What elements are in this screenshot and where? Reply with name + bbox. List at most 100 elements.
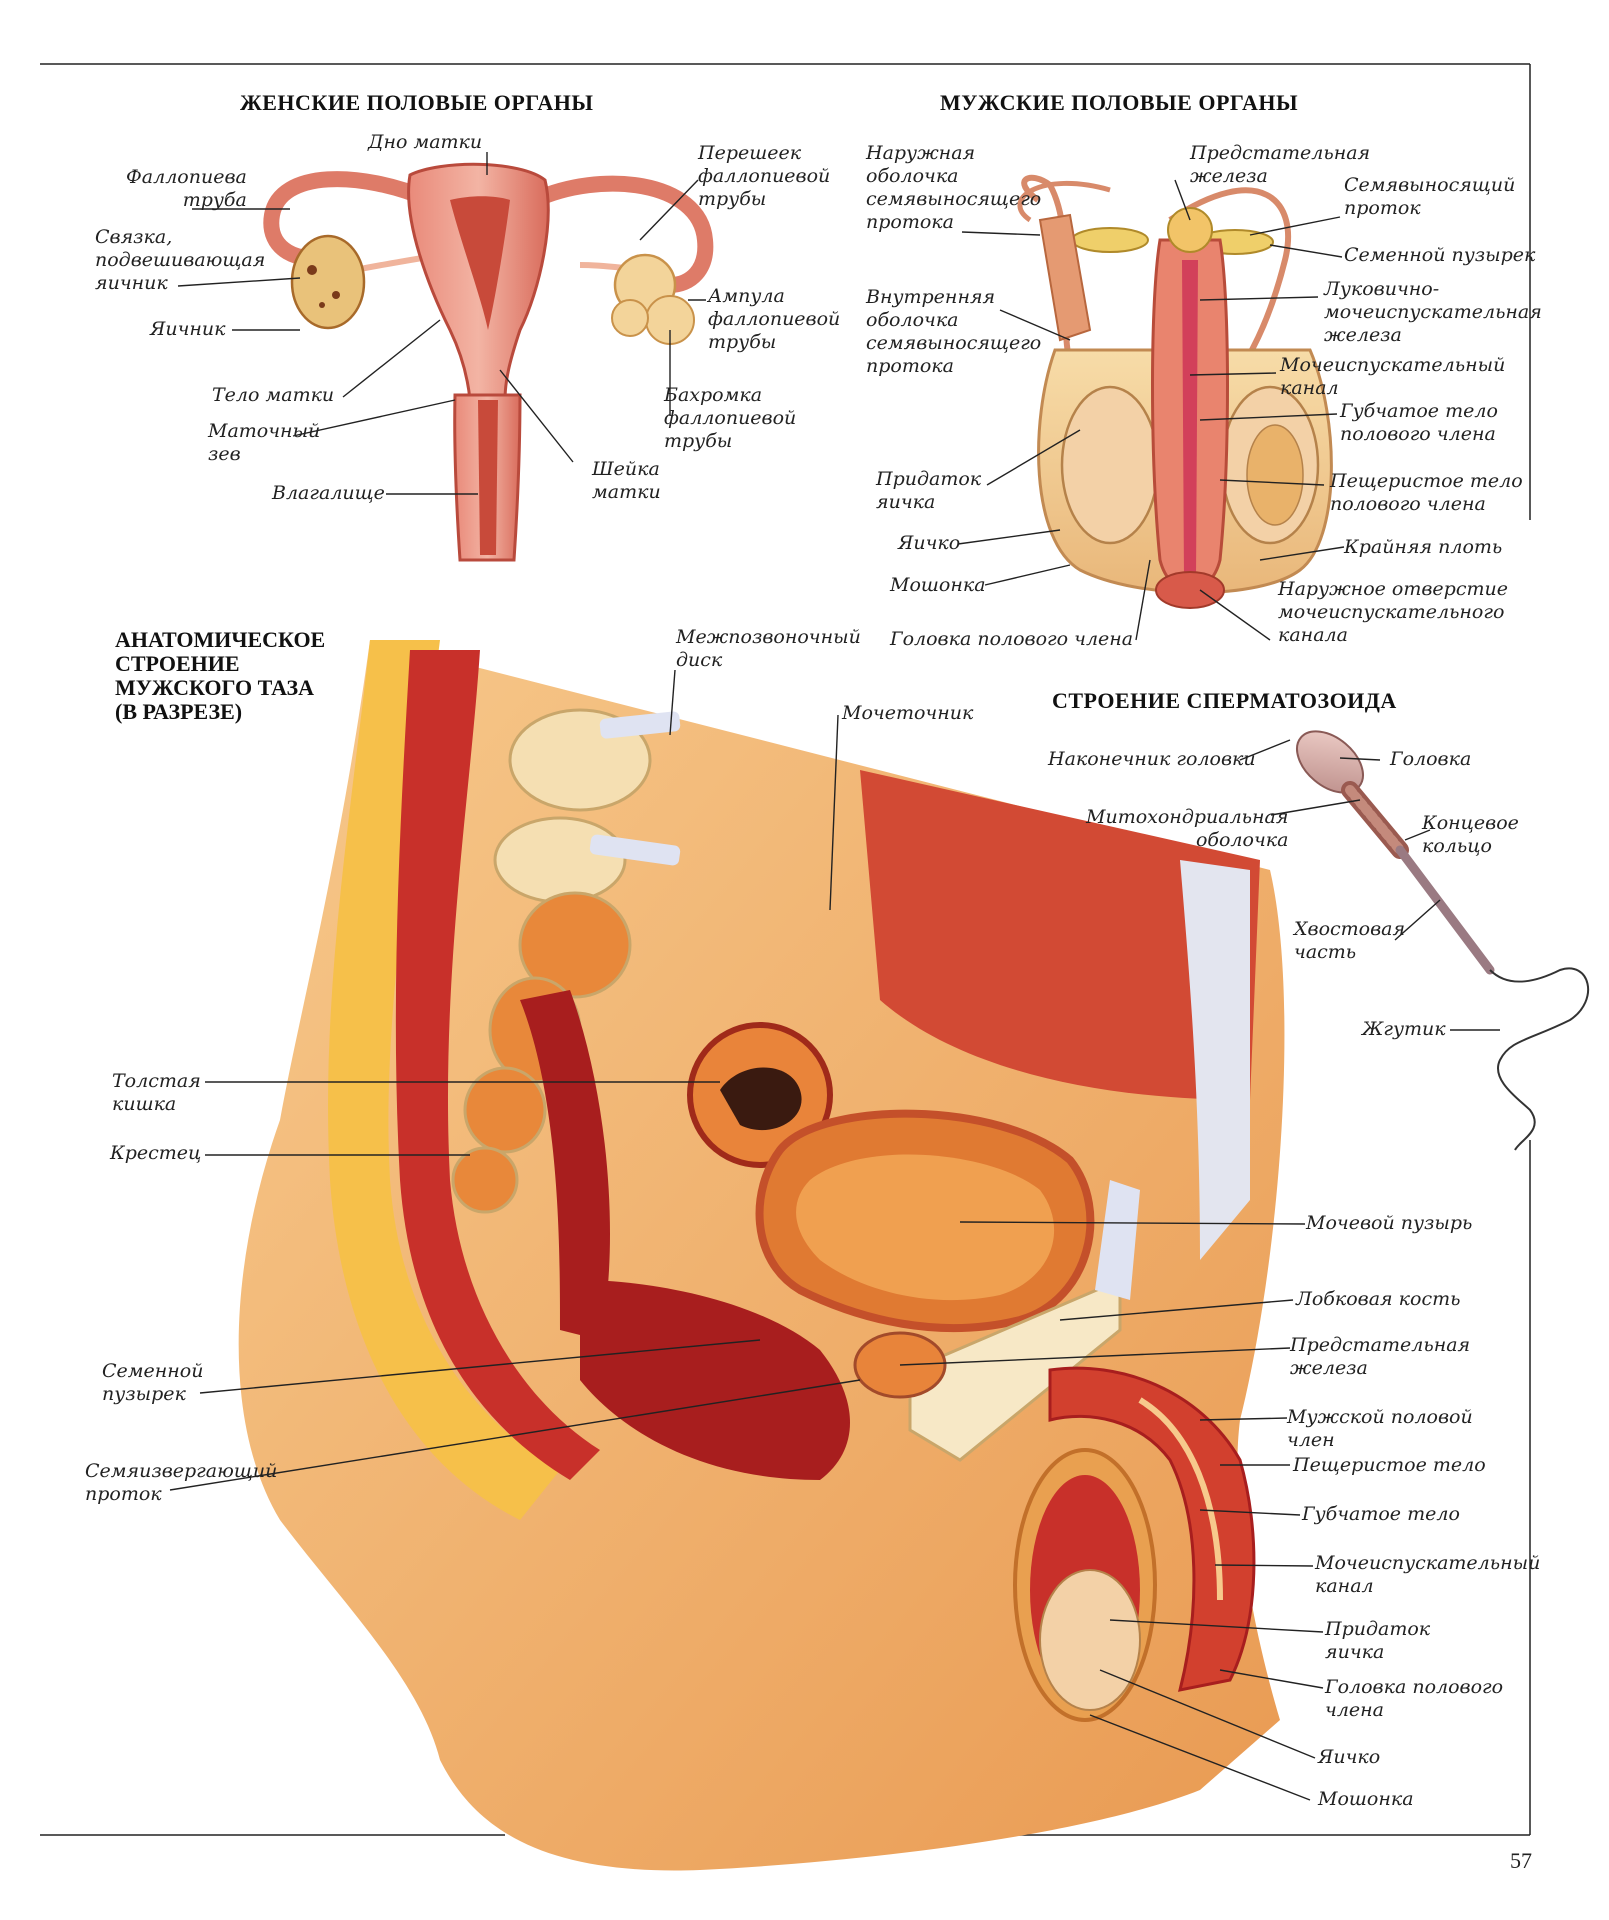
label-line: Хвостовая (1294, 918, 1406, 940)
pelvis-heading-line: МУЖСКОГО ТАЗА (115, 675, 314, 700)
label-line: оболочка (866, 165, 959, 187)
label-corpus-spongiosum-pelvis: Губчатое тело (1302, 1503, 1460, 1525)
label-line: мочеиспускательного (1278, 601, 1505, 623)
label-line: Луковично- (1324, 278, 1440, 300)
label-line: пузырек (102, 1383, 186, 1405)
label-line: Наружное отверстие (1278, 578, 1508, 600)
label-line: диск (676, 649, 723, 671)
label-line: Фаллопиева (126, 166, 247, 188)
label-line: канал (1315, 1575, 1374, 1597)
label-line: проток (85, 1483, 162, 1505)
label-uterus-body: Тело матки (212, 384, 335, 406)
label-line: Маточный (208, 420, 321, 442)
label-line: Семявыносящий (1344, 174, 1516, 196)
label-line: Ампула (708, 285, 785, 307)
label-line: Предстательная (1290, 1334, 1471, 1356)
label-line: канала (1278, 624, 1348, 646)
label-line: труба (182, 189, 247, 211)
label-line: фаллопиевой (664, 407, 797, 429)
sacrum-vertebrae (451, 708, 681, 1214)
label-line: подвешивающая (95, 249, 266, 271)
label-line: Мужской половой (1287, 1406, 1473, 1428)
label-line: трубы (708, 331, 777, 353)
label-line: Мочеиспускательный (1280, 354, 1506, 376)
pelvis-heading-line: (В РАЗРЕЗЕ) (115, 699, 243, 724)
label-seminal-vesicle: Семенной пузырек (1344, 244, 1536, 266)
label-line: член (1287, 1429, 1335, 1451)
label-line: Внутренняя (866, 286, 996, 308)
label-line: полового члена (1340, 423, 1496, 445)
label-line: Наружная (866, 142, 976, 164)
label-line: Придаток (1325, 1618, 1431, 1640)
pelvis-illustration (238, 640, 1285, 1871)
label-line: Митохондриальная (1086, 806, 1289, 828)
label-line: кишка (112, 1093, 177, 1115)
label-line: проток (1344, 197, 1421, 219)
label-line: члена (1325, 1699, 1385, 1721)
pelvis-heading-line: СТРОЕНИЕ (115, 651, 240, 676)
label-fundus-uteri: Дно матки (368, 131, 483, 153)
male-organs-heading: МУЖСКИЕ ПОЛОВЫЕ ОРГАНЫ (940, 90, 1299, 115)
label-line: Придаток (876, 468, 982, 490)
label-line: мочеиспускательная (1324, 301, 1542, 323)
label-foreskin: Крайняя плоть (1344, 536, 1503, 558)
label-acrosome: Наконечник головки (1048, 748, 1256, 770)
label-line: Семенной (102, 1360, 204, 1382)
label-line: Шейка (592, 458, 660, 480)
label-ovary: Яичник (150, 318, 226, 340)
label-line: матки (592, 481, 661, 503)
label-vagina: Влагалище (272, 482, 385, 504)
label-line: кольцо (1422, 835, 1492, 857)
colon (520, 990, 833, 1340)
label-line: Головка полового (1325, 1676, 1504, 1698)
label-line: семявыносящего (866, 332, 1042, 354)
label-bladder: Мочевой пузырь (1306, 1212, 1473, 1234)
leader-lines (169, 152, 1500, 1801)
label-ureter: Мочеточник (842, 702, 974, 724)
label-glans: Головка полового члена (890, 628, 1134, 650)
label-scrotum-pelvis: Мошонка (1318, 1788, 1414, 1810)
label-pubic-bone: Лобковая кость (1296, 1288, 1461, 1310)
label-line: Бахромка (664, 384, 763, 406)
label-line: Семяизвергающий (85, 1460, 278, 1482)
label-line: яичка (876, 491, 936, 513)
label-flagellum: Жгутик (1362, 1018, 1446, 1040)
female-organs-heading: ЖЕНСКИЕ ПОЛОВЫЕ ОРГАНЫ (240, 90, 594, 115)
label-sperm-head: Головка (1390, 748, 1472, 770)
label-line: семявыносящего (866, 188, 1042, 210)
label-line: Мочеиспускательный (1315, 1552, 1541, 1574)
label-line: фаллопиевой (708, 308, 841, 330)
bladder (755, 1109, 1095, 1332)
label-line: трубы (664, 430, 733, 452)
label-line: железа (1190, 165, 1268, 187)
label-line: фаллопиевой (698, 165, 831, 187)
label-line: яичка (1325, 1641, 1385, 1663)
label-line: Концевое (1422, 812, 1519, 834)
label-line: Межпозвоночный (676, 626, 861, 648)
page-number: 57 (1510, 1848, 1532, 1873)
label-line: протока (866, 355, 954, 377)
